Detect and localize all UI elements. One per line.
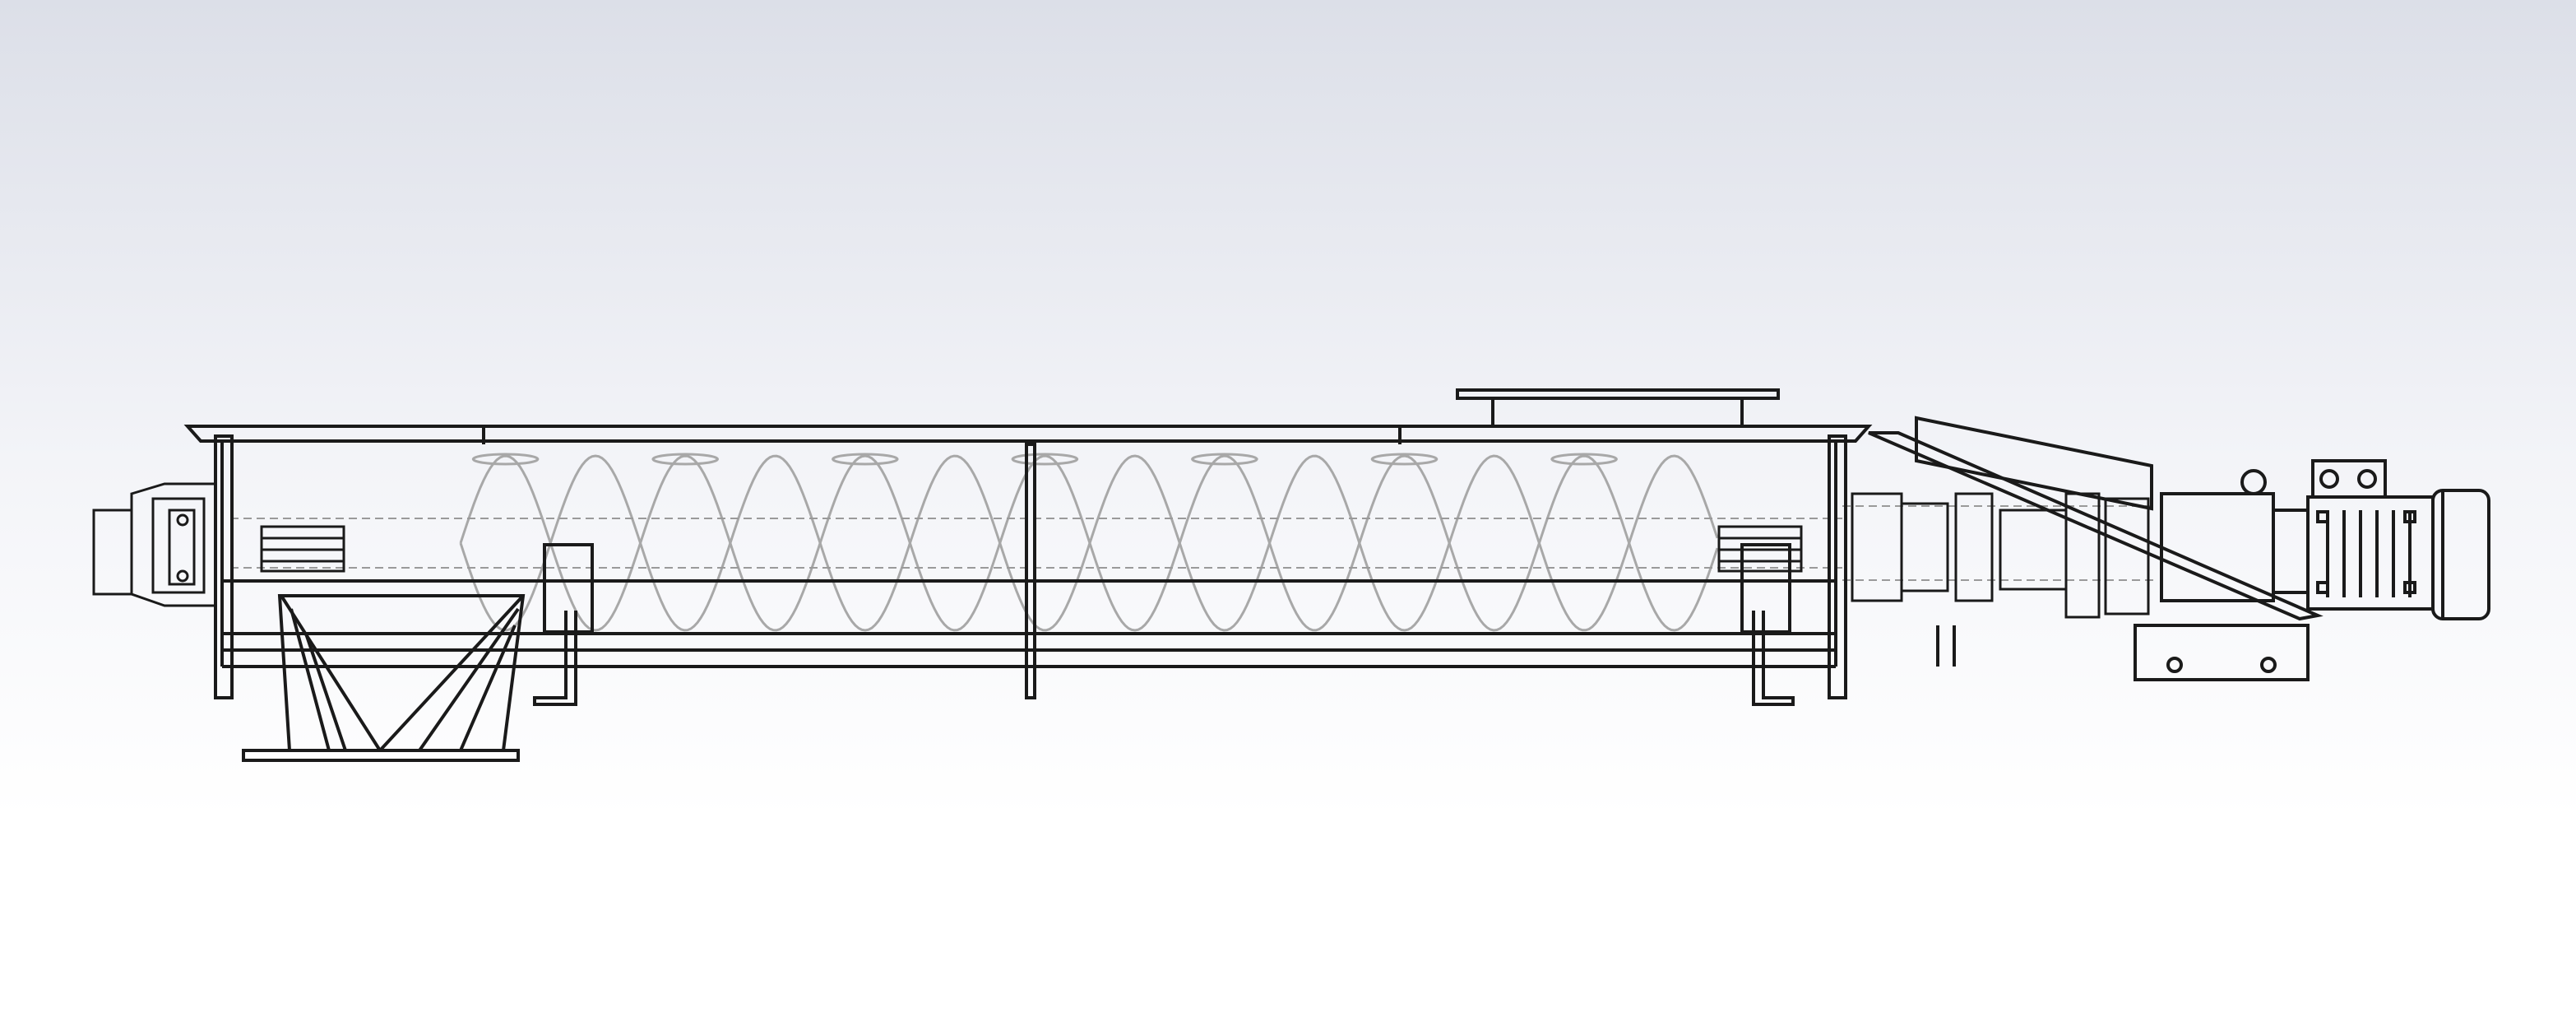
screw-flight-helix: [459, 453, 1719, 632]
screw-flight-crest: [1011, 453, 1079, 466]
screw-flight-crest: [1191, 453, 1258, 466]
support-brackets: [533, 543, 1795, 706]
screw-flight-crest: [1370, 453, 1439, 466]
gearbox: [2134, 469, 2310, 681]
trough-top-cover: [183, 425, 1873, 443]
motor-fan-cover: [2431, 489, 2490, 620]
left-bearing-assembly: [92, 482, 345, 607]
screw-flight-crest: [651, 453, 720, 466]
electric-motor: [2306, 459, 2490, 620]
screw-flight-curve: [459, 454, 1719, 632]
drive-guard-frame: [1868, 416, 2323, 667]
screw-flight-curve: [459, 454, 1719, 632]
trough-hidden-lines: [230, 505, 2155, 581]
screw-flight-crest: [1550, 453, 1618, 466]
inlet-hopper: [242, 594, 526, 762]
lifting-eye: [2240, 469, 2267, 495]
inspection-hatch: [1456, 388, 1780, 426]
right-bearing-assembly: [1717, 492, 2150, 619]
screw-flight-crest: [471, 453, 540, 466]
conveyor-trough: [183, 425, 1873, 699]
right-end-flange: [1828, 434, 1847, 699]
drive-base-plate: [2134, 624, 2310, 681]
screw-flight-crest: [832, 453, 899, 466]
middle-flange: [1025, 443, 1036, 699]
